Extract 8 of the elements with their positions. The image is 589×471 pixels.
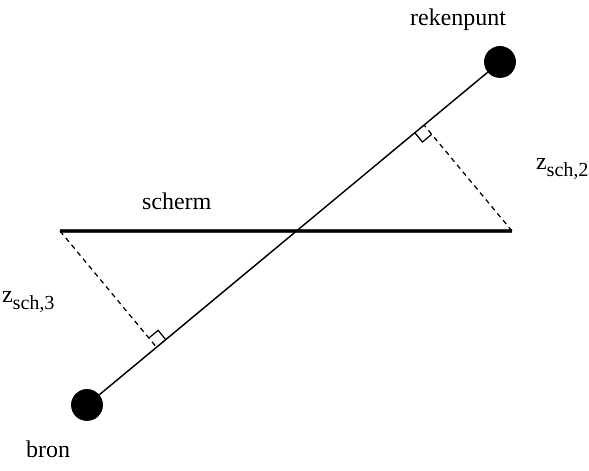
connector-line	[98, 72, 488, 396]
point-marker	[484, 46, 516, 78]
point-label: rekenpunt	[410, 6, 506, 30]
screen-label: scherm	[142, 190, 212, 214]
distance-label: z$_{sch,3}$	[2, 283, 54, 313]
point-label: bron	[26, 438, 70, 462]
distance-label: z$_{sch,2}$	[536, 150, 588, 180]
point-marker	[71, 389, 103, 421]
